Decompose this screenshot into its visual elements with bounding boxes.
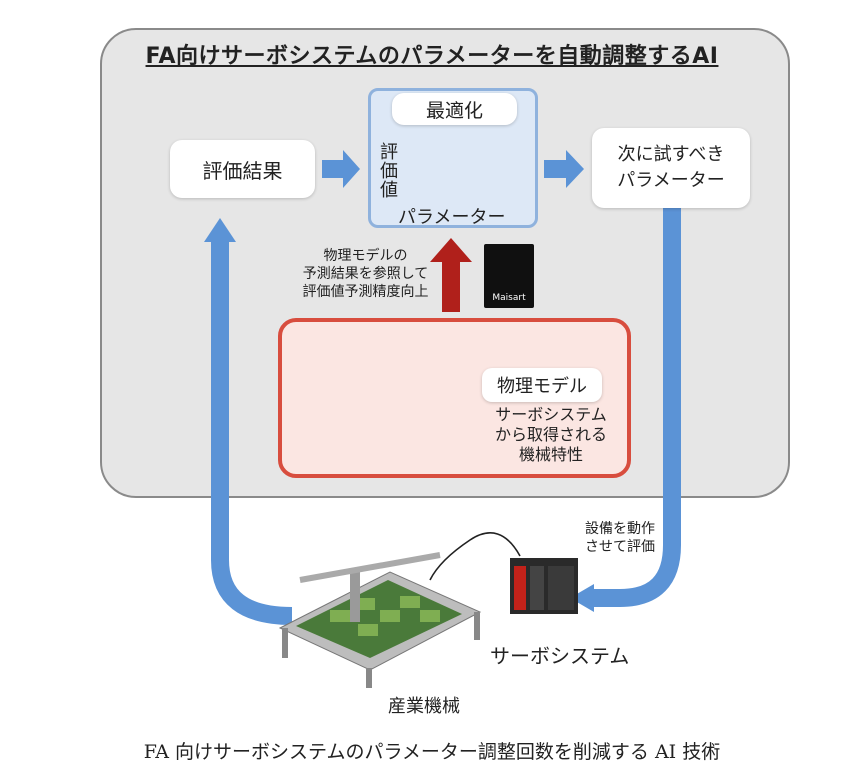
- physical-model-desc: サーボシステム から取得される 機械特性: [494, 405, 607, 464]
- arrow-eval-to-opt: [322, 150, 360, 188]
- arrow-opt-to-next: [544, 150, 584, 188]
- maisart-logo-text: Maisart: [492, 293, 526, 303]
- reference-note: 物理モデルの 予測結果を参照して 評価値予測精度向上: [302, 248, 429, 300]
- arrow-machine-to-eval: [211, 240, 293, 625]
- cable: [429, 532, 521, 581]
- optimization-label: 最適化: [392, 93, 517, 125]
- opt-y-axis-label: 評価値: [377, 142, 398, 199]
- figure-caption: FA 向けサーボシステムのパラメーター調整回数を削減する AI 技術: [143, 741, 721, 763]
- servo-amplifier-icon: [510, 558, 578, 614]
- diagram-title: FA向けサーボシステムのパラメーターを自動調整するAI: [145, 44, 719, 69]
- servo-system-label: サーボシステム: [490, 644, 630, 668]
- arrow-phys-to-opt: [430, 238, 472, 312]
- arrow-next-to-servo: [592, 208, 681, 607]
- next-params-box: 次に試すべき パラメーター: [592, 128, 750, 208]
- operate-note: 設備を動作 させて評価: [585, 521, 655, 555]
- maisart-logo: [484, 244, 534, 308]
- eval-result-box: 評価結果: [170, 140, 315, 198]
- industrial-machine-icon: [278, 552, 482, 688]
- industrial-machine-label: 産業機械: [388, 696, 460, 717]
- physical-model-label: 物理モデル: [482, 368, 602, 402]
- opt-x-axis-label: パラメーター: [398, 207, 506, 228]
